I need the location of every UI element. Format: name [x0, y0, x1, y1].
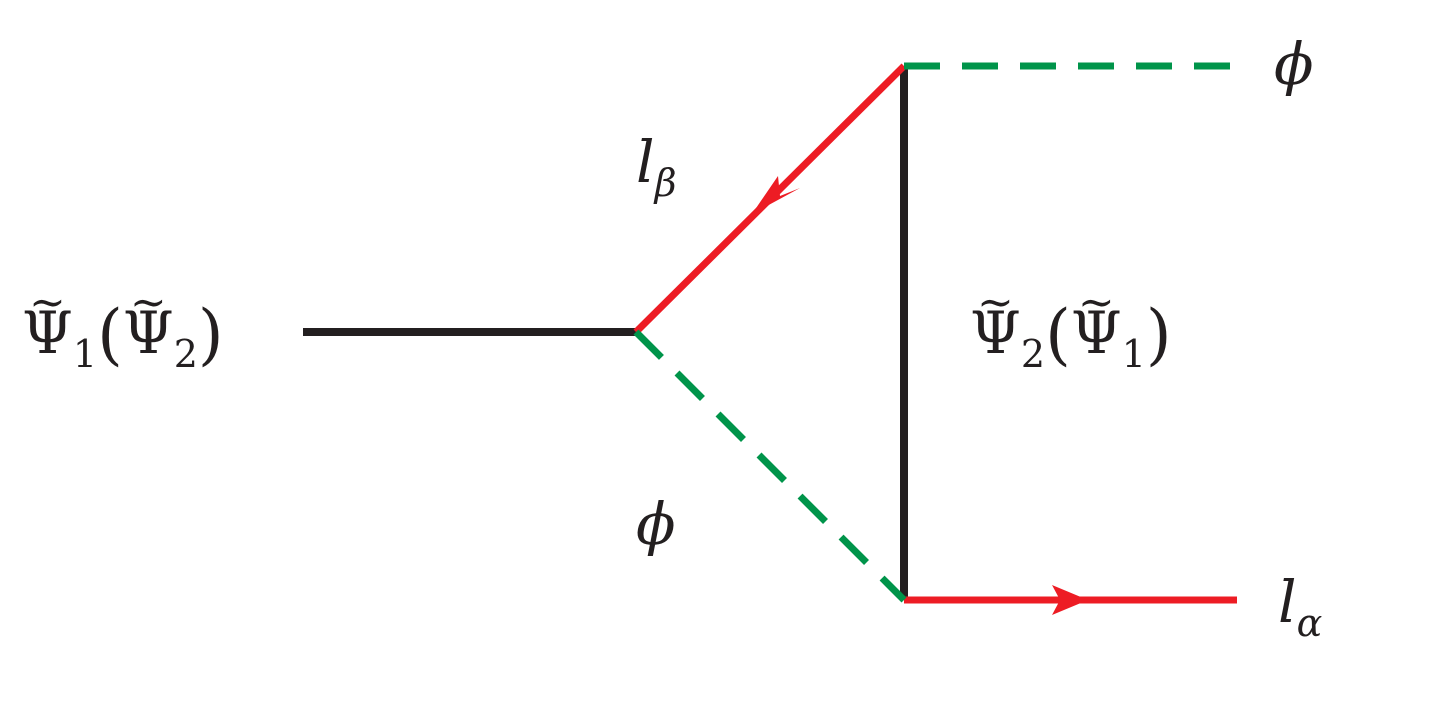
incoming-fermion-label: ~Ψ1(~Ψ2): [22, 277, 224, 376]
psi-symbol-alt: ~Ψ: [122, 277, 174, 367]
psi-symbol-alt: ~Ψ: [1070, 277, 1122, 367]
lepton-beta-label: lβ: [636, 128, 677, 205]
lepton-alpha-label: lα: [1278, 568, 1323, 645]
lepton-alpha-arrow: [1052, 585, 1088, 615]
lepton-beta-arrow: [752, 176, 800, 214]
scalar-loop-line: [633, 329, 907, 603]
psi-symbol: ~Ψ: [22, 277, 73, 367]
internal-fermion-label: ~Ψ2(~Ψ1): [970, 277, 1172, 376]
scalar-top-label: ϕ: [1274, 30, 1314, 98]
psi-symbol: ~Ψ: [970, 277, 1021, 367]
scalar-loop-label: ϕ: [636, 490, 676, 558]
